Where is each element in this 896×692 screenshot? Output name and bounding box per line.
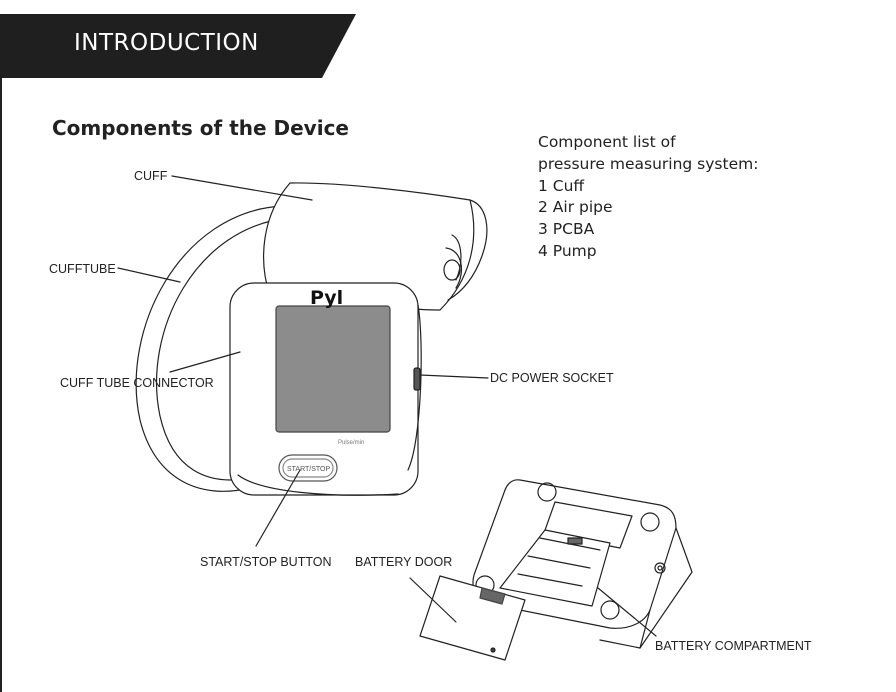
left-rule <box>0 78 2 692</box>
component-list-item: 1 Cuff <box>538 176 585 195</box>
cuff-tube <box>135 205 283 492</box>
leader-line-battery-compartment <box>597 587 657 637</box>
leader-line-dc-socket <box>419 374 489 379</box>
section-title: Components of the Device <box>52 116 349 140</box>
label-battery-compartment: BATTERY COMPARTMENT <box>655 639 812 653</box>
label-cuff: CUFF <box>134 169 168 183</box>
battery-compartment <box>499 529 611 607</box>
cuff <box>263 182 475 311</box>
component-list-heading: Component list of <box>538 133 676 151</box>
screen-caption: Pulse/min <box>338 440 364 446</box>
leader-line-connector <box>169 351 241 373</box>
start-stop-button <box>278 454 338 482</box>
leader-line-start-stop <box>255 469 301 547</box>
label-battery-door: BATTERY DOOR <box>355 555 453 569</box>
label-cuff-tube-connector: CUFF TUBE CONNECTOR <box>60 376 214 390</box>
component-list-item: 2 Air pipe <box>538 198 613 217</box>
component-list: Component list of pressure measuring sys… <box>538 132 758 263</box>
header-title: INTRODUCTION <box>74 30 259 56</box>
component-list-item: 3 PCBA <box>538 220 595 239</box>
label-start-stop-button: START/STOP BUTTON <box>200 555 332 569</box>
leader-line-cufftube <box>117 267 181 283</box>
leader-line-cuff <box>171 175 313 201</box>
label-dc-power-socket: DC POWER SOCKET <box>490 371 614 385</box>
dc-power-socket <box>413 367 421 391</box>
leader-line-battery-door <box>409 577 457 623</box>
display-screen <box>275 305 391 433</box>
start-stop-button-text: START/STOP <box>287 466 331 473</box>
component-list-heading: pressure measuring system: <box>538 154 759 173</box>
component-list-item: 4 Pump <box>538 241 597 260</box>
brand-logo: Pyl <box>310 287 343 309</box>
label-cufftube: CUFFTUBE <box>49 262 116 276</box>
header-band <box>0 14 356 78</box>
